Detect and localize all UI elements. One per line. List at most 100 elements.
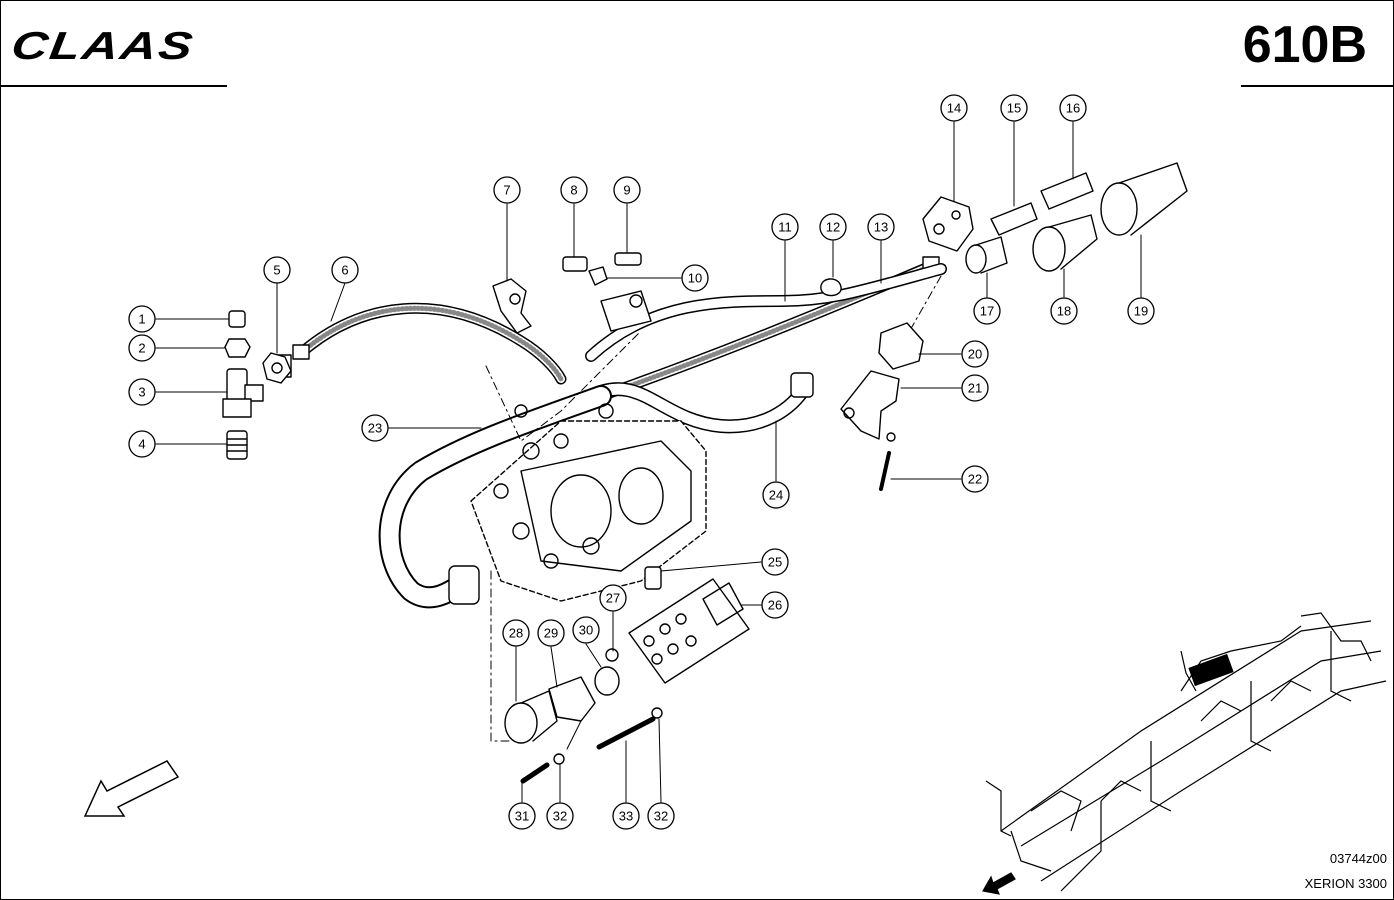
header-rule-left [1, 85, 227, 87]
control-valve-block [470, 290, 707, 602]
svg-text:12: 12 [826, 220, 840, 235]
callout-24: 24 [762, 481, 790, 509]
svg-text:5: 5 [273, 263, 280, 278]
callout-26: 26 [761, 591, 789, 619]
part-16-coupling [1040, 172, 1094, 210]
part-17-bulkhead [965, 236, 1008, 274]
part-12-clip [820, 278, 842, 297]
part-29-clamp [548, 676, 596, 722]
part-8-fitting [562, 256, 588, 272]
part-30-o-ring [594, 666, 620, 696]
part-18-coupler [1032, 214, 1098, 272]
callout-22: 22 [961, 465, 989, 493]
pipe-24 [584, 372, 814, 434]
svg-text:9: 9 [623, 183, 630, 198]
svg-text:8: 8 [570, 183, 577, 198]
part-20-clamp [878, 322, 924, 370]
front-direction-arrow-icon [83, 760, 180, 817]
part-22-bolt [879, 432, 896, 491]
svg-text:6: 6 [341, 263, 348, 278]
callout-23: 23 [361, 414, 389, 442]
callout-13: 13 [867, 213, 895, 241]
part-31-screw [520, 762, 550, 784]
chassis-frame-overview-icon [982, 612, 1387, 895]
callout-5: 5 [263, 256, 291, 284]
svg-text:21: 21 [968, 381, 982, 396]
svg-text:25: 25 [768, 555, 782, 570]
part-26-cover-plate [628, 578, 750, 684]
svg-text:29: 29 [544, 626, 558, 641]
part-4-connector [226, 430, 248, 460]
svg-text:10: 10 [688, 271, 702, 286]
callout-32-b: 32 [647, 802, 675, 830]
part-19-dust-cap [1100, 162, 1188, 236]
callout-7: 7 [493, 176, 521, 204]
part-14-bracket [922, 196, 974, 252]
callout-17: 17 [973, 297, 1001, 325]
callout-11: 11 [771, 213, 799, 241]
svg-text:3: 3 [138, 385, 145, 400]
callout-28: 28 [502, 619, 530, 647]
svg-text:20: 20 [968, 347, 982, 362]
callout-6: 6 [331, 256, 359, 284]
part-15-adapter [990, 202, 1038, 236]
part-28-flange [504, 690, 558, 744]
return-pipe [378, 385, 612, 609]
svg-text:32: 32 [654, 809, 668, 824]
svg-text:19: 19 [1134, 304, 1148, 319]
part-25-fitting [644, 566, 662, 590]
svg-text:27: 27 [606, 591, 620, 606]
callout-3: 3 [128, 378, 156, 406]
callout-25: 25 [761, 548, 789, 576]
callout-8: 8 [560, 176, 588, 204]
callout-4: 4 [128, 430, 156, 458]
callout-16: 16 [1059, 94, 1087, 122]
svg-text:1: 1 [138, 312, 145, 327]
callout-9: 9 [613, 176, 641, 204]
svg-text:14: 14 [947, 101, 961, 116]
callout-27: 27 [599, 584, 627, 612]
svg-text:18: 18 [1057, 304, 1071, 319]
part-5-fitting [262, 352, 292, 384]
part-2-nut [224, 338, 251, 358]
part-9-fitting [614, 252, 642, 266]
svg-text:11: 11 [778, 220, 792, 235]
callout-12: 12 [819, 213, 847, 241]
svg-text:33: 33 [619, 809, 633, 824]
callout-15: 15 [1000, 94, 1028, 122]
callout-18: 18 [1050, 297, 1078, 325]
part-33-bolt [596, 716, 656, 750]
drawing-id: 03744z00 [1329, 851, 1387, 866]
part-32-washer-a [553, 753, 565, 765]
callout-1: 1 [128, 305, 156, 333]
svg-text:23: 23 [368, 421, 382, 436]
svg-text:31: 31 [515, 809, 529, 824]
svg-text:30: 30 [579, 623, 593, 638]
callout-10: 10 [681, 264, 709, 292]
svg-text:26: 26 [768, 598, 782, 613]
svg-text:2: 2 [138, 341, 145, 356]
svg-text:28: 28 [509, 626, 523, 641]
part-3-tee [222, 368, 264, 418]
part-1-plug [228, 310, 246, 328]
svg-text:17: 17 [980, 304, 994, 319]
svg-text:16: 16 [1066, 101, 1080, 116]
part-27-seal [605, 648, 619, 662]
page-number: 610B [1242, 16, 1367, 74]
svg-text:24: 24 [769, 488, 783, 503]
callout-2: 2 [128, 334, 156, 362]
callout-29: 29 [537, 619, 565, 647]
callout-33: 33 [612, 802, 640, 830]
svg-text:22: 22 [968, 472, 982, 487]
svg-text:13: 13 [874, 220, 888, 235]
machine-model-label: XERION 3300 [1304, 876, 1387, 891]
callout-19: 19 [1127, 297, 1155, 325]
callout-31: 31 [508, 802, 536, 830]
svg-text:15: 15 [1007, 101, 1021, 116]
header-rule-right [1241, 85, 1393, 87]
callout-14: 14 [940, 94, 968, 122]
callout-32-a: 32 [546, 802, 574, 830]
svg-text:7: 7 [503, 183, 510, 198]
